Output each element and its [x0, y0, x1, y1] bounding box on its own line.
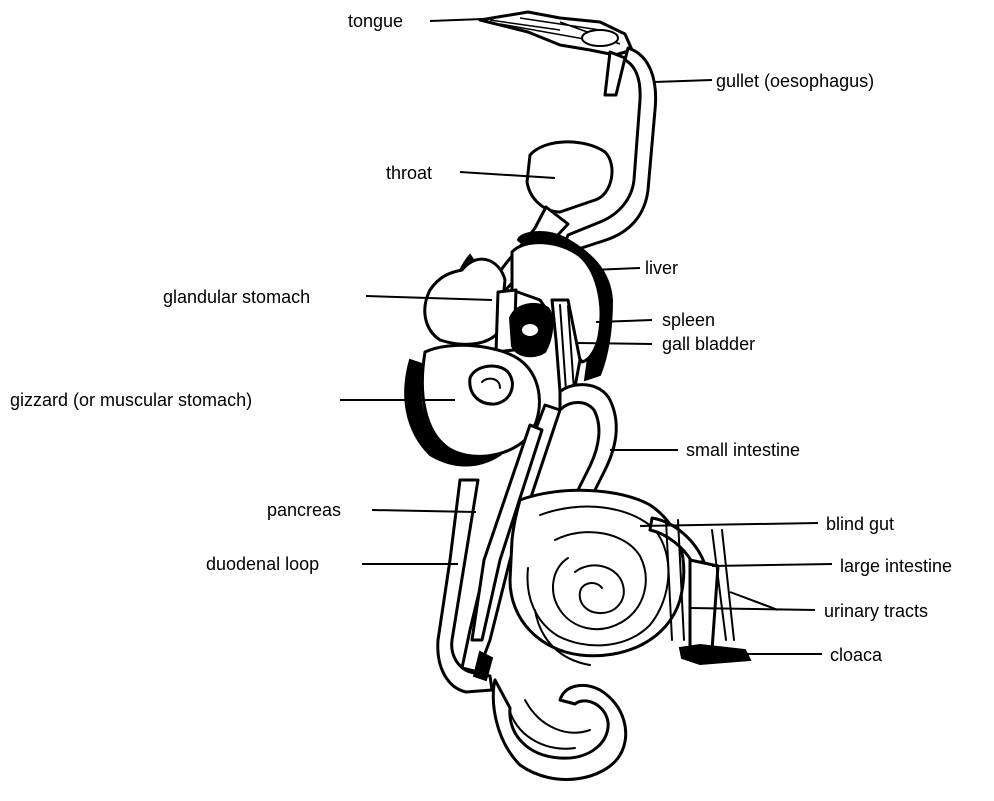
label-blind-gut: blind gut [826, 514, 894, 534]
label-cloaca: cloaca [830, 645, 882, 665]
label-spleen: spleen [662, 310, 715, 330]
label-duodenal-loop: duodenal loop [206, 554, 319, 574]
label-pancreas: pancreas [267, 500, 341, 520]
label-tongue: tongue [348, 11, 403, 31]
label-small-intestine: small intestine [686, 440, 800, 460]
label-glandular-stomach: glandular stomach [163, 287, 310, 307]
tongue-shape [480, 12, 632, 55]
label-liver: liver [645, 258, 678, 278]
label-urinary-tracts: urinary tracts [824, 601, 928, 621]
spleen-shape [510, 304, 552, 356]
label-large-intestine: large intestine [840, 556, 952, 576]
label-throat: throat [386, 163, 432, 183]
small-intestine-shape [560, 385, 616, 500]
label-gizzard: gizzard (or muscular stomach) [10, 390, 252, 410]
label-gall-bladder: gall bladder [662, 334, 755, 354]
label-gullet: gullet (oesophagus) [716, 71, 874, 91]
gizzard-shape [405, 345, 539, 465]
